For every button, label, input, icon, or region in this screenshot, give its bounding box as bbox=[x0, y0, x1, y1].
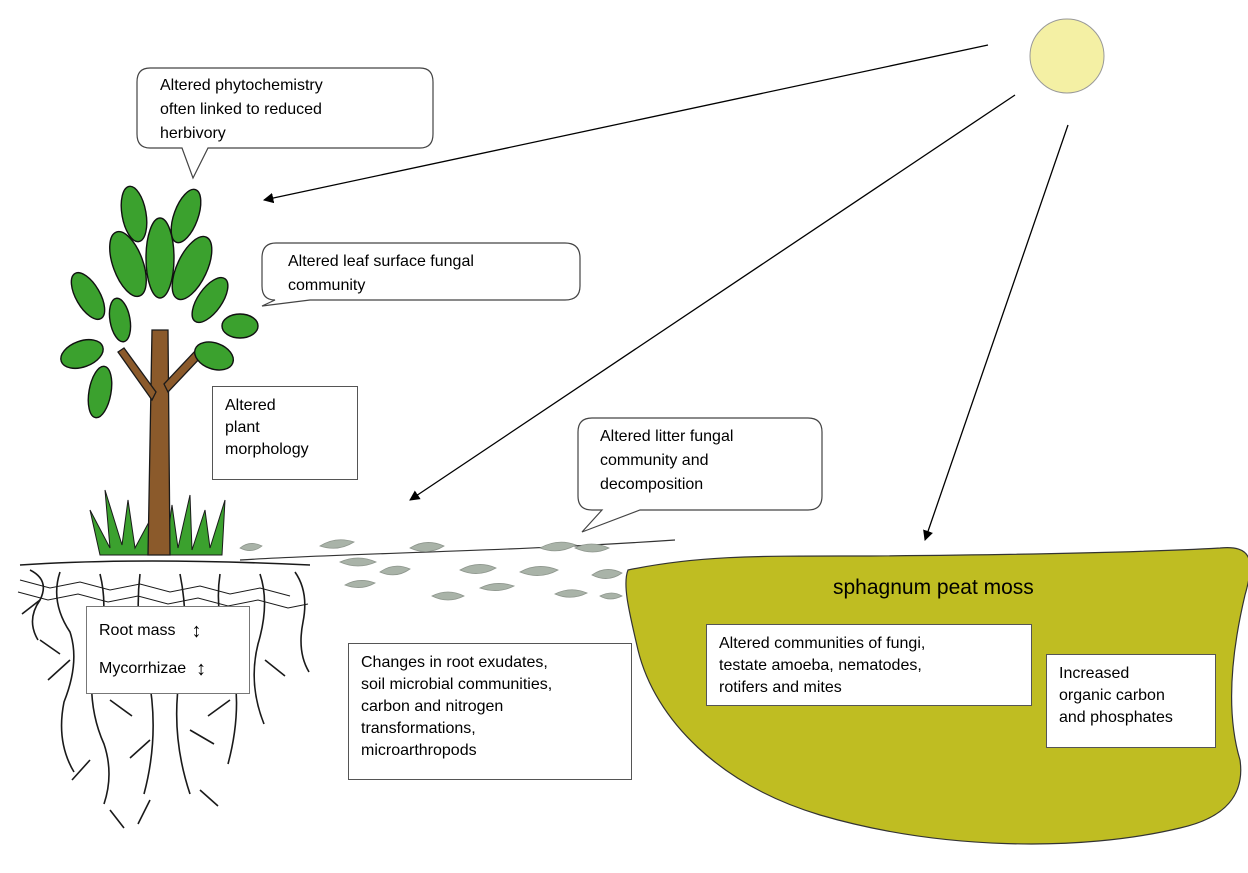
leaf-surface-callout-text: Altered leaf surface fungal community bbox=[288, 250, 474, 298]
updown-arrow-icon: ↕ bbox=[196, 659, 206, 679]
updown-arrow-icon: ↕ bbox=[191, 621, 201, 641]
root-mass-row: Root mass ↕ bbox=[99, 621, 201, 641]
mycorrhizae-label: Mycorrhizae bbox=[99, 660, 186, 678]
litter-callout-text: Altered litter fungal community and deco… bbox=[600, 425, 733, 497]
root-exudates-box: Changes in root exudates, soil microbial… bbox=[348, 643, 632, 780]
mycorrhizae-row: Mycorrhizae ↕ bbox=[99, 659, 206, 679]
peat-moss-title: sphagnum peat moss bbox=[833, 575, 1034, 601]
organic-carbon-box: Increased organic carbon and phosphates bbox=[1046, 654, 1216, 748]
sun-icon bbox=[1030, 19, 1104, 93]
arrow-to-peat bbox=[925, 125, 1068, 540]
leaf-litter bbox=[240, 540, 622, 600]
root-mycorrhizae-box: Root mass ↕ Mycorrhizae ↕ bbox=[86, 606, 250, 694]
phytochemistry-callout-text: Altered phytochemistry often linked to r… bbox=[160, 74, 323, 146]
ground-line bbox=[240, 540, 675, 560]
root-mass-label: Root mass bbox=[99, 622, 175, 640]
peat-communities-box: Altered communities of fungi, testate am… bbox=[706, 624, 1032, 706]
root-system bbox=[18, 561, 310, 828]
plant-morphology-box: Altered plant morphology bbox=[212, 386, 358, 480]
